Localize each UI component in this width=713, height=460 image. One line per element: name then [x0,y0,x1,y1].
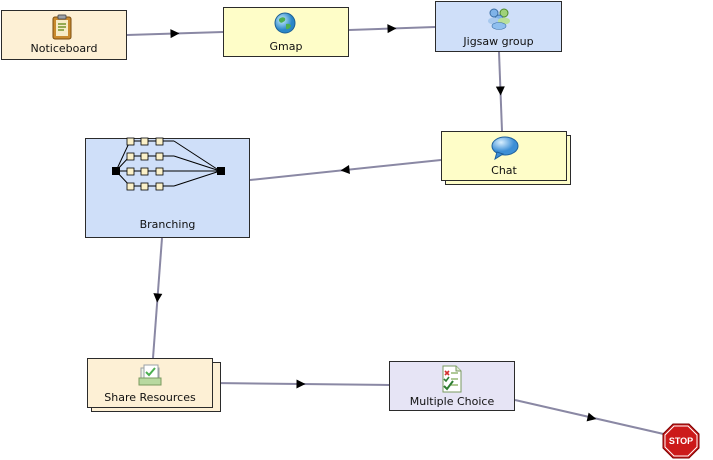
node-label: Chat [491,164,517,177]
arrowhead [586,412,597,422]
arrowhead [153,293,163,303]
activity-share-resources[interactable]: Share Resources [87,358,213,408]
activity-branching[interactable]: Branching [85,137,250,238]
arrowhead [170,29,180,39]
branching-icon [112,137,225,191]
noticeboard-icon [52,14,72,40]
arrowhead [296,379,306,389]
node-label: Jigsaw group [463,35,534,48]
share-resources-icon [138,364,162,386]
group-icon [488,8,510,30]
activity-chat[interactable]: Chat [441,131,567,181]
node-label: Gmap [269,40,303,53]
stop-label: STOP [669,436,693,446]
chat-bubble-icon [491,136,519,161]
node-label: Noticeboard [30,42,98,55]
activity-multiple-choice[interactable]: Multiple Choice [389,361,515,411]
node-label: Branching [139,218,196,231]
node-label: Share Resources [104,391,196,404]
stop-sign-icon[interactable]: STOP [662,423,700,459]
activity-jigsaw-group[interactable]: Jigsaw group [435,1,562,52]
arrowhead [340,165,350,175]
node-label: Multiple Choice [409,395,495,408]
arrowhead [495,86,505,96]
arrowhead [387,24,397,34]
checklist-icon [442,365,462,393]
activity-noticeboard[interactable]: Noticeboard [1,10,127,60]
globe-icon [274,12,296,34]
activity-gmap[interactable]: Gmap [223,7,349,57]
